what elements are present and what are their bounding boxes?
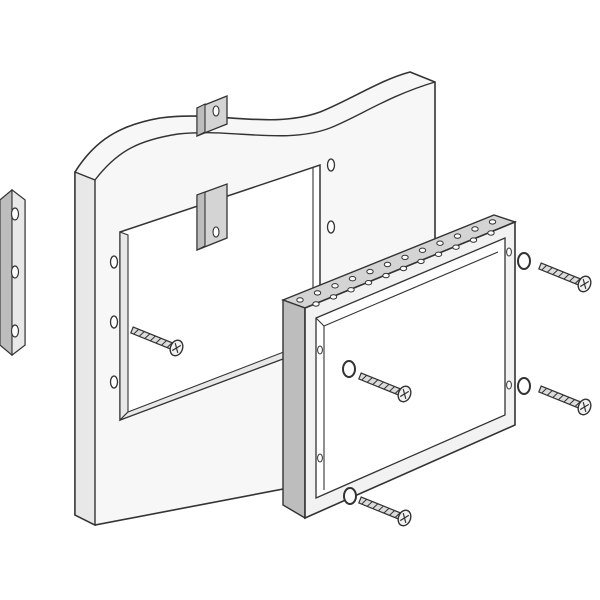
vent-hole	[399, 265, 408, 272]
vent-hole	[417, 258, 425, 265]
vent-hole	[488, 219, 497, 225]
o-ring-washer	[343, 487, 357, 505]
rear-mounting-bracket	[196, 95, 228, 251]
frame-vent-holes	[296, 219, 497, 307]
vent-hole	[382, 272, 390, 279]
vent-hole	[296, 297, 304, 303]
vent-hole	[487, 230, 495, 236]
o-ring-washer	[517, 377, 531, 395]
vent-hole	[347, 287, 355, 293]
mounting-screw	[356, 491, 414, 529]
o-ring-washer	[517, 252, 531, 270]
vent-hole	[471, 226, 479, 232]
mounting-screw	[536, 257, 594, 295]
vent-hole	[401, 254, 409, 261]
vent-hole	[436, 240, 444, 246]
o-ring-washers	[342, 252, 531, 505]
vent-hole	[313, 290, 322, 296]
vent-hole	[434, 251, 443, 258]
vent-hole	[329, 294, 338, 300]
vent-hole	[452, 244, 460, 250]
vent-hole	[366, 268, 374, 275]
vent-hole	[418, 247, 427, 254]
vent-hole	[364, 280, 373, 286]
wall-cutout	[119, 163, 321, 422]
recessed-frame	[281, 214, 518, 520]
vent-hole	[348, 276, 357, 282]
mounting-screw	[536, 380, 594, 418]
o-ring-washer	[342, 360, 356, 378]
vent-hole	[312, 301, 320, 307]
side-mounting-bracket	[0, 188, 26, 357]
vent-hole	[331, 283, 339, 289]
vent-hole	[383, 261, 392, 268]
vent-hole	[453, 233, 462, 239]
vent-hole	[469, 237, 478, 243]
wall-holes	[109, 158, 336, 389]
